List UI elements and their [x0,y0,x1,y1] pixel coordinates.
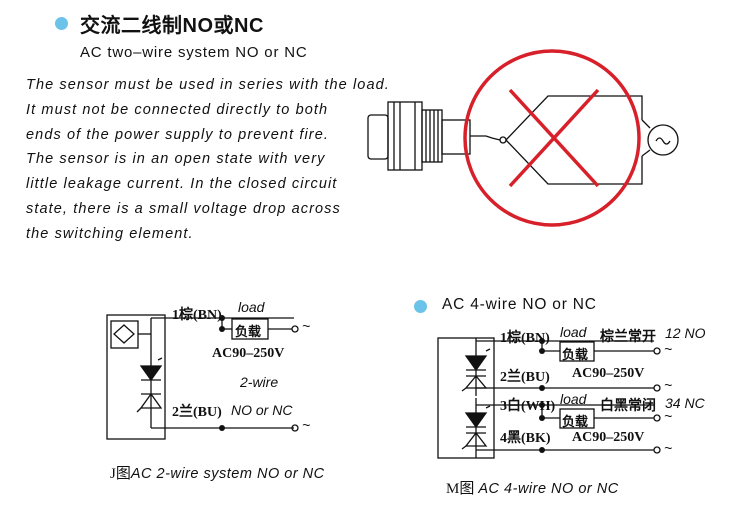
j-caption-text: AC 2-wire system NO or NC [130,466,325,482]
sensor-rear [441,119,471,155]
zener-icon [139,392,163,409]
j-terminal [291,424,299,432]
ac-source-icon [647,124,679,156]
m-load-box2-text: 负载 [562,414,589,429]
diode-icon [464,355,488,372]
prohibited-icon [463,49,641,227]
m-label-no-cn: 棕兰常开 [600,330,656,345]
m-terminal [653,414,661,422]
sensor-diamond-icon [113,324,135,344]
ac-symbol: ~ [664,377,673,393]
page-subtitle: AC two–wire system NO or NC [80,44,308,61]
m-voltage2: AC90–250V [572,430,645,445]
sensor-cable [470,135,501,141]
j-two-wire-label: 2-wire [240,374,279,390]
m-terminal [653,446,661,454]
sensor-nut [387,101,423,171]
m-label-nc-cn: 白黑常闭 [600,399,656,414]
m-terminal [653,347,661,355]
description-line: little leakage current. In the closed ci… [26,176,338,193]
m-load2-label: load [560,391,587,407]
m-wire1-label: 1棕(BN) [500,331,550,346]
j-terminal [291,325,299,333]
ac-symbol: ~ [302,318,311,334]
j-load-box-text: 负载 [235,324,262,339]
m-caption-prefix: M图 [446,481,475,497]
ac-symbol: ~ [302,417,311,433]
m-label-nc: 34 NC [665,395,705,411]
zener-icon [464,431,488,447]
j-wire1-label: 1棕(BN) [172,308,222,323]
description-line: The sensor must be used in series with t… [26,77,390,93]
m-voltage1: AC90–250V [572,366,645,381]
j-sensor-box [106,314,166,440]
m-label-no: 12 NO [665,325,706,341]
m-caption-text: AC 4-wire NO or NC [478,481,619,497]
m-wire2-label: 2兰(BU) [500,370,550,385]
page-title: 交流二线制NO或NC [80,15,264,37]
description-line: It must not be connected directly to bot… [26,101,329,118]
m-heading: AC 4-wire NO or NC [442,296,597,313]
description-line: ends of the power supply to prevent fire… [26,126,330,143]
diode-icon [464,412,488,429]
m-wire3-label: 3白(WH) [500,399,556,414]
sensor-cap [367,114,389,160]
j-no-nc-label: NO or NC [231,402,293,418]
supply-wire-top [505,95,643,141]
m-wire4-label: 4黑(BK) [500,431,551,446]
m-terminal [653,384,661,392]
j-voltage-label: AC90–250V [212,346,285,361]
j-wire2-label: 2兰(BU) [172,405,222,420]
j-caption-prefix: J图 [110,466,131,482]
description-line: state, there is a small voltage drop acr… [26,200,341,217]
description-line: the switching element. [26,225,194,242]
ac-symbol: ~ [664,341,673,357]
m-load1-label: load [560,324,587,340]
description-line: The sensor is in an open state with very [26,151,326,168]
diode-icon [139,365,163,382]
m-load-box1-text: 负载 [562,347,589,362]
m-caption: M图 AC 4-wire NO or NC [446,477,619,498]
description-text: The sensor must be used in series with t… [26,73,390,247]
bullet-dot-icon [414,300,427,313]
ac-symbol: ~ [664,440,673,456]
ac-symbol: ~ [664,408,673,424]
j-caption: J图AC 2-wire system NO or NC [110,462,325,483]
bullet-dot-icon [55,17,68,30]
j-load-label: load [238,299,265,315]
sensor-thread [421,109,443,163]
m-sensor-box [437,337,495,459]
